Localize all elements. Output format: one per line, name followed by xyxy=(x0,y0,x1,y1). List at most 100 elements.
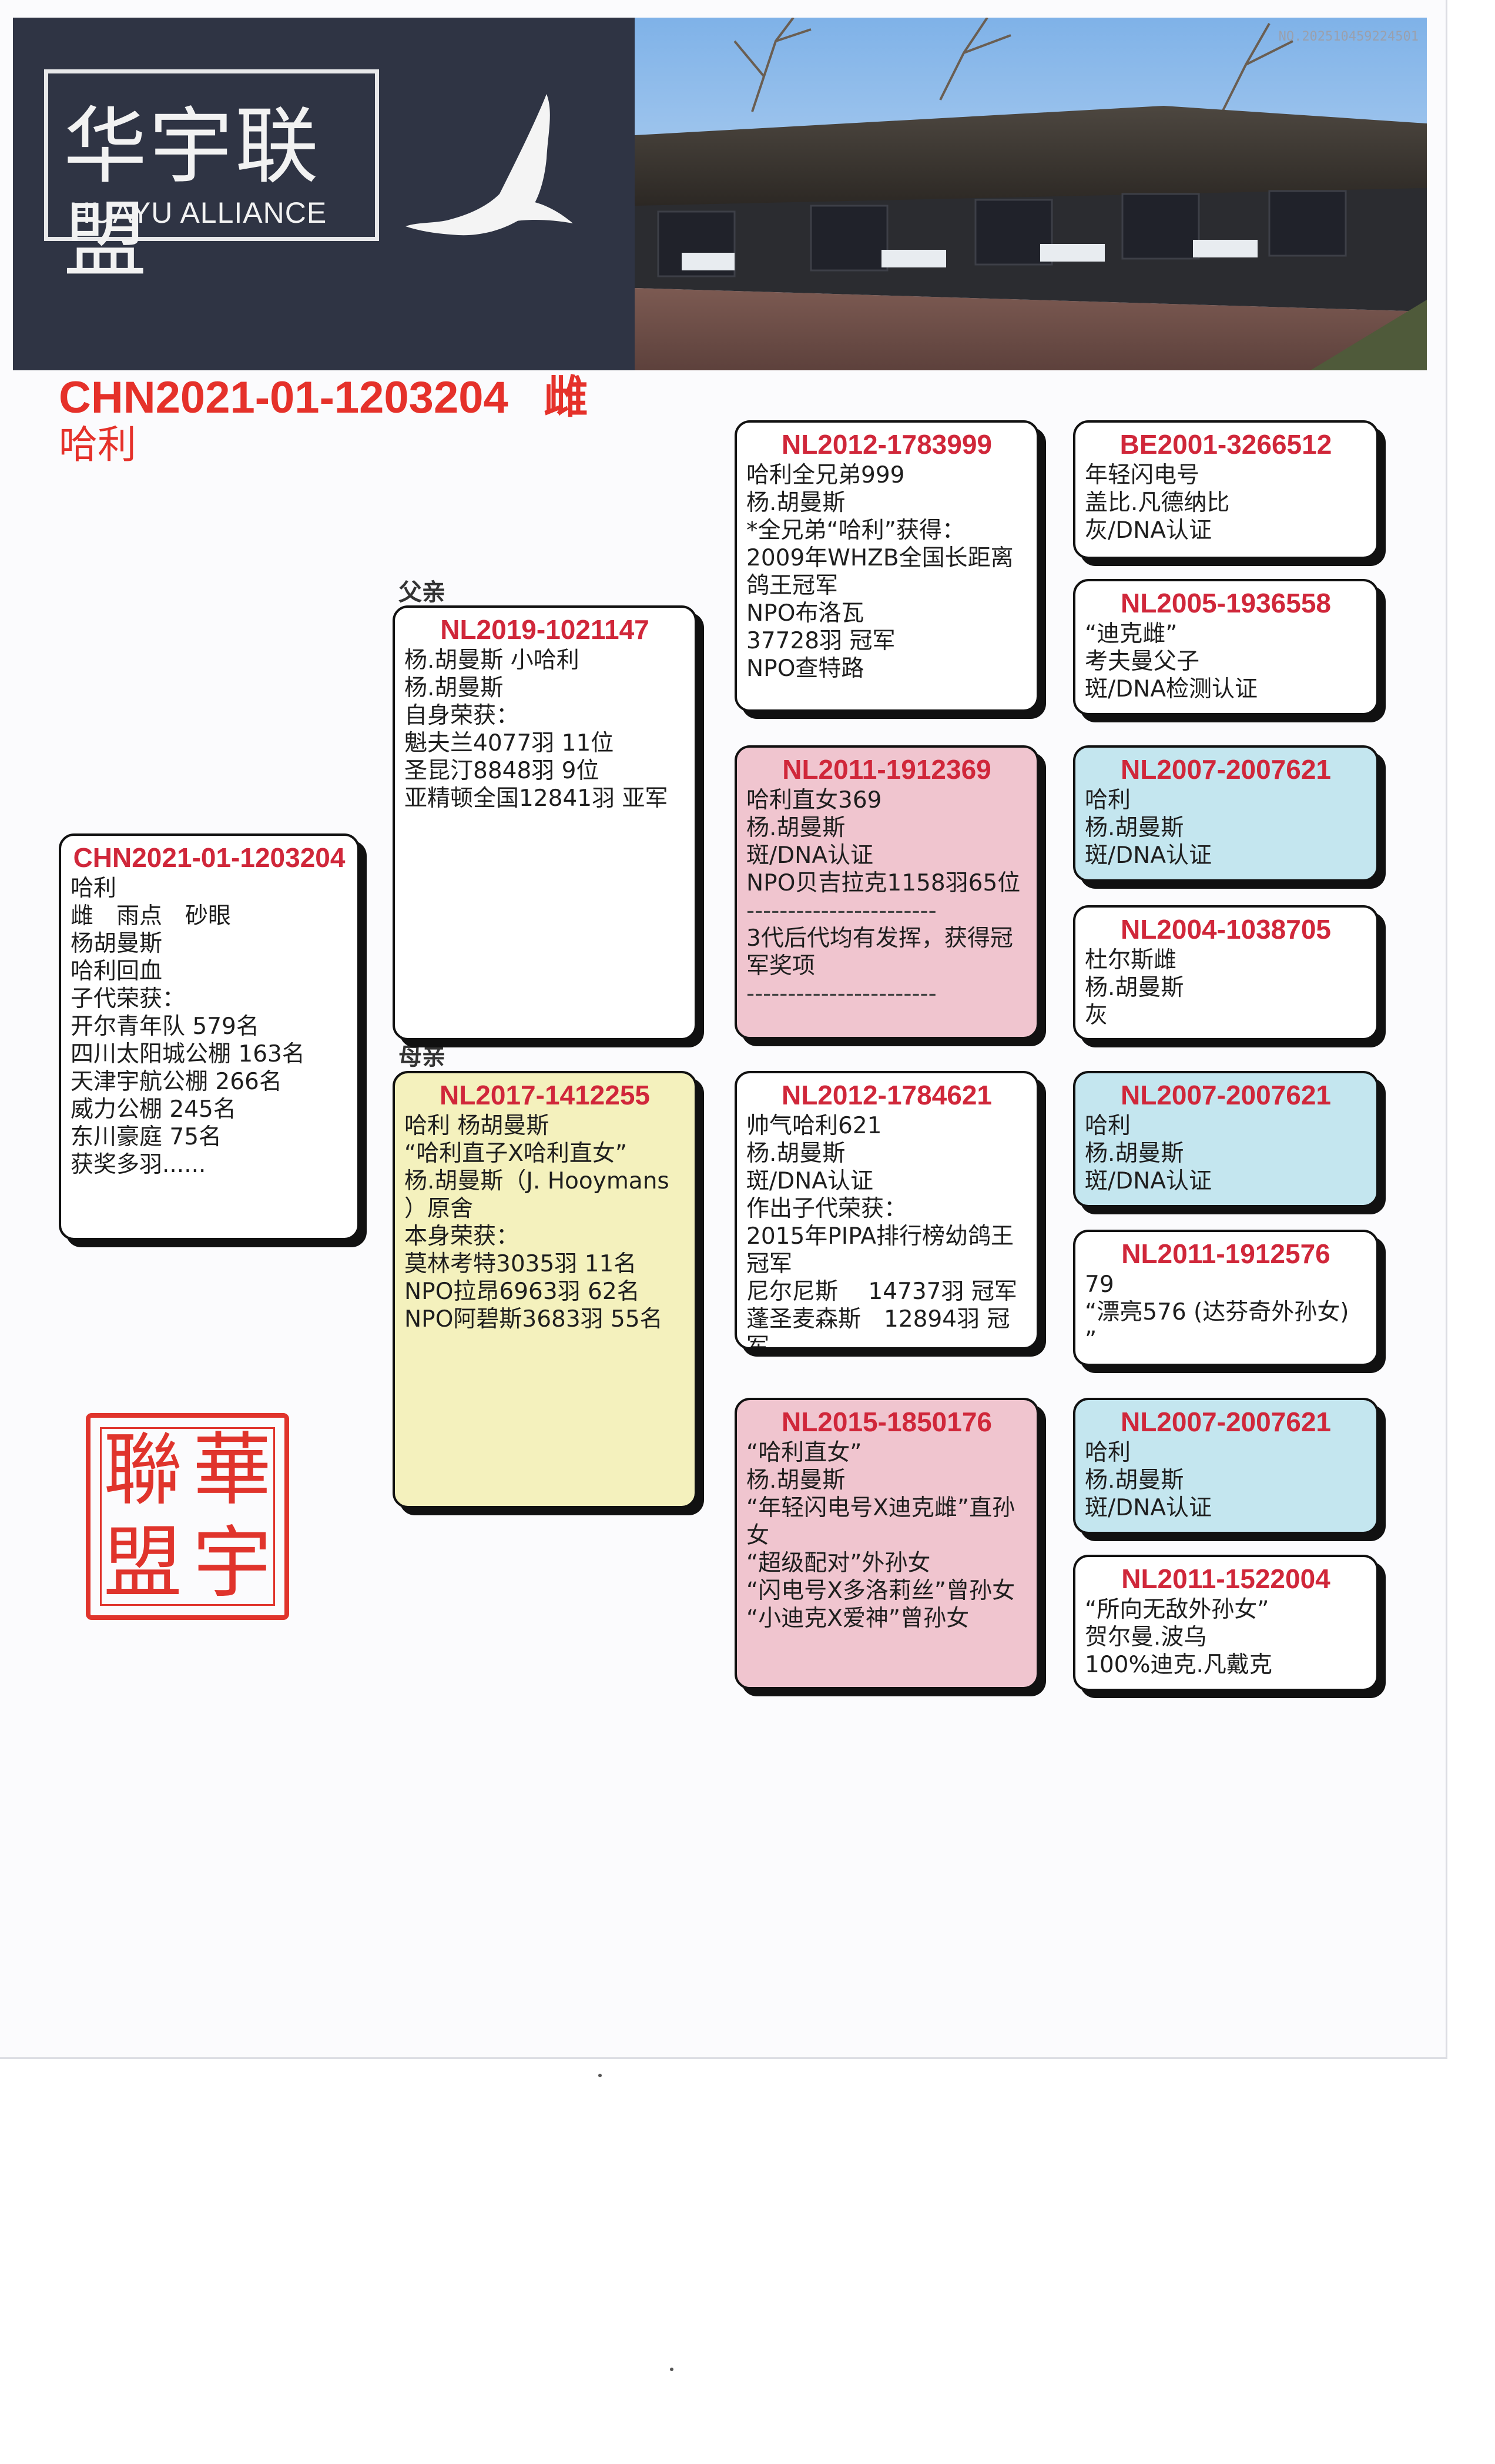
card-ring: NL2011-1912576 xyxy=(1121,1238,1330,1269)
card-line: *全兄弟“哈利”获得： xyxy=(746,517,965,544)
card-self: CHN2021-01-1203204 哈利 雌 雨点 砂眼 杨胡曼斯 哈利回血 … xyxy=(59,833,360,1240)
card-line: 哈利直女369 xyxy=(746,787,882,813)
seal-char: 宇 xyxy=(192,1517,271,1609)
mother-label: 母亲 xyxy=(398,1043,445,1070)
card-line: 杜尔斯雌 xyxy=(1085,947,1177,973)
card-line: 尼尔尼斯 14737羽 冠军 xyxy=(746,1278,1017,1305)
card-line: 100%迪克.凡戴克 xyxy=(1085,1652,1272,1678)
card-dam-dam: NL2015-1850176 “哈利直女” 杨.胡曼斯 “年轻闪电号X迪克雌”直… xyxy=(735,1398,1039,1689)
card-divider: ----------------------- xyxy=(746,980,937,1007)
card-line: 作出子代荣获： xyxy=(746,1196,907,1222)
subject-name: 哈利 xyxy=(59,422,136,467)
card-sss: BE2001-3266512 年轻闪电号 盖比.凡德纳比 灰/DNA认证 xyxy=(1073,420,1379,559)
card-line: 斑/DNA认证 xyxy=(1085,1168,1212,1194)
card-line: ）原舍 xyxy=(404,1196,474,1222)
card-line: 蓬圣麦森斯 12894羽 冠军 xyxy=(746,1306,1010,1350)
card-line: 斑/DNA认证 xyxy=(746,842,874,869)
card-line: 斑/DNA检测认证 xyxy=(1085,676,1258,702)
card-line: 盖比.凡德纳比 xyxy=(1085,490,1230,516)
card-ring: NL2011-1522004 xyxy=(1121,1564,1330,1594)
card-line: 杨胡曼斯 xyxy=(71,930,163,957)
card-ring: NL2015-1850176 xyxy=(781,1407,993,1437)
card-line: “所向无敌外孙女” xyxy=(1085,1596,1269,1623)
card-ring: NL2017-1412255 xyxy=(439,1080,651,1110)
card-line: “年轻闪电号X迪克雌”直孙女 xyxy=(746,1495,1015,1549)
card-line: “漂亮576 (达芬奇外孙女) xyxy=(1085,1299,1349,1325)
card-ring: NL2019-1021147 xyxy=(440,614,649,645)
card-line: “超级配对”外孙女 xyxy=(746,1550,931,1576)
logo-english: HUAYU ALLIANCE xyxy=(69,196,327,229)
card-line: 获奖多羽...... xyxy=(71,1151,206,1178)
card-line: 哈利 xyxy=(1085,1113,1131,1139)
card-sire: NL2019-1021147 杨.胡曼斯 小哈利 杨.胡曼斯 自身荣获： 魁夫兰… xyxy=(393,605,697,1040)
card-line: 灰/DNA认证 xyxy=(1085,517,1212,544)
card-line: 哈利回血 xyxy=(71,958,163,985)
card-ring: NL2011-1912369 xyxy=(782,754,991,785)
card-sds: NL2007-2007621 哈利 杨.胡曼斯 斑/DNA认证 xyxy=(1073,745,1379,882)
card-line: 年轻闪电号 xyxy=(1085,462,1200,488)
card-line: 斑/DNA认证 xyxy=(1085,842,1212,869)
card-sire-dam: NL2011-1912369 哈利直女369 杨.胡曼斯 斑/DNA认证 NPO… xyxy=(735,745,1039,1039)
card-line: 莫林考特3035羽 11名 xyxy=(404,1251,637,1277)
seal-inner-border xyxy=(100,1427,275,1606)
card-dam: NL2017-1412255 哈利 杨胡曼斯 “哈利直子X哈利直女” 杨.胡曼斯… xyxy=(393,1071,697,1508)
logo-chinese: 华宇联盟 xyxy=(63,98,321,289)
card-line: 自身荣获： xyxy=(404,702,519,729)
card-ring: BE2001-3266512 xyxy=(1119,429,1332,460)
card-ddd: NL2011-1522004 “所向无敌外孙女” 贺尔曼.波乌 100%迪克.凡… xyxy=(1073,1555,1379,1691)
loft-photo xyxy=(635,18,1427,370)
card-line: 杨.胡曼斯 xyxy=(746,1467,846,1494)
card-line: 亚精顿全国12841羽 亚军 xyxy=(404,785,668,812)
subject-ring: CHN2021-01-1203204 xyxy=(59,373,508,423)
card-ring: NL2005-1936558 xyxy=(1120,588,1332,618)
card-line: 3代后代均有发挥，获得冠军奖项 xyxy=(746,925,1013,979)
card-line: 杨.胡曼斯 xyxy=(1085,815,1184,841)
card-line: “哈利直子X哈利直女” xyxy=(404,1140,628,1167)
scan-speck xyxy=(598,2074,602,2077)
subject-sex: 雌 xyxy=(543,373,588,423)
card-line: 37728羽 冠军 xyxy=(746,628,896,654)
card-line: 2009年WHZB全国长距离 xyxy=(746,545,1014,571)
card-ring: CHN2021-01-1203204 xyxy=(73,842,346,873)
card-line: 帅气哈利621 xyxy=(746,1113,882,1139)
card-line: NPO拉昂6963羽 62名 xyxy=(404,1278,640,1305)
card-line: 魁夫兰4077羽 11位 xyxy=(404,730,614,756)
subject-title: CHN2021-01-1203204 雌 xyxy=(59,371,705,424)
card-line: 子代荣获： xyxy=(71,986,186,1012)
card-line: 斑/DNA认证 xyxy=(1085,1495,1212,1521)
pigeon-logo-icon xyxy=(405,94,573,236)
logo-frame xyxy=(44,69,379,241)
card-line: “哈利直女” xyxy=(746,1439,862,1466)
card-dds: NL2007-2007621 哈利 杨.胡曼斯 斑/DNA认证 xyxy=(1073,1398,1379,1534)
card-line: ” xyxy=(1085,1327,1097,1353)
card-dam-sire: NL2012-1784621 帅气哈利621 杨.胡曼斯 斑/DNA认证 作出子… xyxy=(735,1071,1039,1350)
card-line: 四川太阳城公棚 163名 xyxy=(71,1041,305,1067)
card-line: 杨.胡曼斯 xyxy=(1085,975,1184,1001)
card-line: “迪克雌” xyxy=(1085,621,1178,647)
card-line: 开尔青年队 579名 xyxy=(71,1013,259,1040)
father-label: 父亲 xyxy=(398,579,445,606)
card-line: 杨.胡曼斯 xyxy=(1085,1140,1184,1167)
card-dss: NL2007-2007621 哈利 杨.胡曼斯 斑/DNA认证 xyxy=(1073,1071,1379,1207)
card-ring: NL2004-1038705 xyxy=(1120,914,1332,945)
card-line: 哈利 xyxy=(1085,787,1131,813)
card-line: 东川豪庭 75名 xyxy=(71,1124,222,1150)
card-line: 贺尔曼.波乌 xyxy=(1085,1624,1207,1651)
card-line: 杨.胡曼斯 xyxy=(1085,1467,1184,1494)
card-line: 本身荣获： xyxy=(404,1223,519,1250)
card-line: 哈利 杨胡曼斯 xyxy=(404,1113,549,1139)
card-ring: NL2007-2007621 xyxy=(1120,1080,1332,1110)
card-line: 哈利全兄弟999 xyxy=(746,462,905,488)
card-line: NPO查特路 xyxy=(746,655,864,682)
card-line: 威力公棚 245名 xyxy=(71,1096,236,1123)
card-line: 杨.胡曼斯 小哈利 xyxy=(404,647,579,674)
card-line: 鸽王冠军 xyxy=(746,573,839,599)
card-line: NPO阿碧斯3683羽 55名 xyxy=(404,1306,663,1333)
card-line: 杨.胡曼斯 xyxy=(746,815,846,841)
card-line: 杨.胡曼斯（J. Hooymans xyxy=(404,1168,669,1194)
card-line: “小迪克X爱神”曾孙女 xyxy=(746,1605,970,1632)
card-dsd: NL2011-1912576 79 “漂亮576 (达芬奇外孙女) ” xyxy=(1073,1230,1379,1366)
card-line: 79 xyxy=(1085,1271,1114,1298)
card-line: 圣昆汀8848羽 9位 xyxy=(404,758,599,784)
card-ring: NL2012-1783999 xyxy=(781,429,993,460)
